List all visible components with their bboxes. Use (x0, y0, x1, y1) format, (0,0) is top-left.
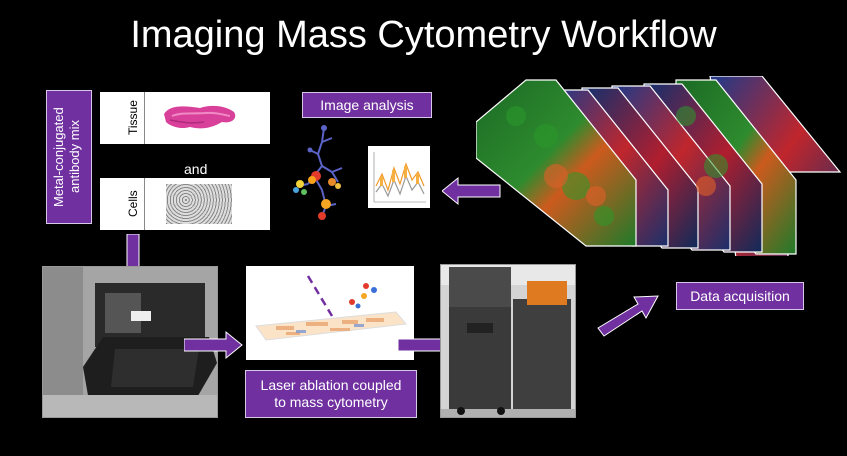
laser-ablation-diagram (246, 266, 414, 360)
arrow-up-right-icon (597, 295, 659, 337)
tissue-sample-image (164, 105, 236, 129)
cells-sample-image (166, 184, 232, 224)
antibody-mix-text: Metal-conjugated antibody mix (51, 107, 82, 207)
multiplexed-image-stack (476, 76, 842, 256)
image-analysis-label: Image analysis (302, 92, 432, 118)
clustering-tree-graphic (293, 125, 343, 220)
laser-ablation-line1: Laser ablation coupled (260, 377, 402, 393)
cells-label: Cells (126, 190, 140, 218)
tissue-label: Tissue (126, 100, 140, 136)
laser-ablation-label: Laser ablation coupled to mass cytometry (245, 370, 417, 418)
antibody-mix-label: Metal-conjugated antibody mix (46, 90, 92, 224)
analysis-plot-image (368, 146, 430, 208)
data-acquisition-label: Data acquisition (676, 282, 804, 310)
mass-cytometer-photo (440, 264, 576, 418)
laser-ablation-line2: to mass cytometry (274, 394, 388, 410)
cells-slide: Cells (100, 178, 270, 230)
tissue-slide: Tissue (100, 92, 270, 144)
and-label: and (184, 161, 208, 177)
arrow-left-icon (442, 176, 501, 206)
arrow-right-icon-1 (184, 330, 243, 360)
slide-title: Imaging Mass Cytometry Workflow (130, 14, 717, 56)
